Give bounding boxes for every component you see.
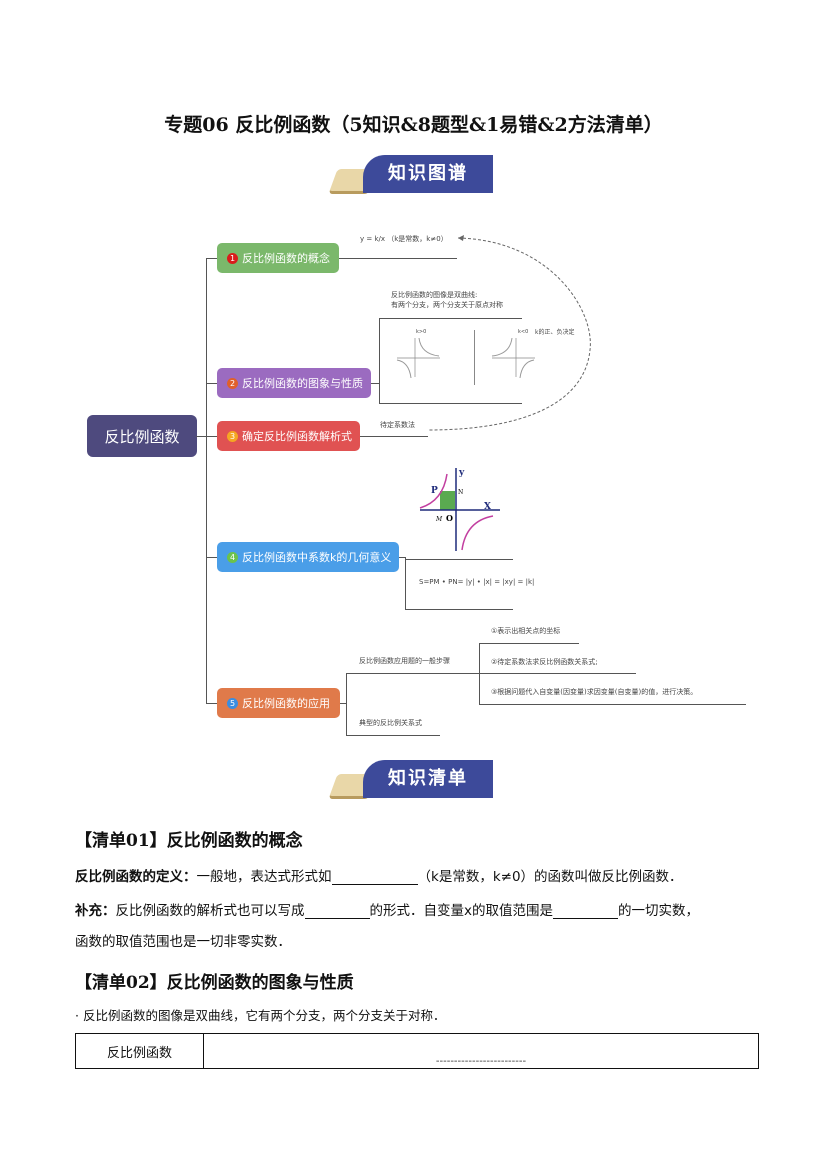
table-header-cell: 反比例函数	[75, 1033, 204, 1069]
banner-knowledge-list: 知识清单	[328, 760, 493, 799]
steps-branch: 反比例函数应用题的一般步骤	[359, 657, 450, 665]
label-y: y	[458, 468, 465, 478]
branch-line	[346, 735, 440, 736]
k-sign-note: k的正、负决定	[535, 329, 575, 336]
range-text: 函数的取值范围也是一切非零实数．	[75, 934, 291, 950]
table-cell: -------------------------	[203, 1033, 759, 1069]
number-badge: 1	[227, 252, 238, 264]
divider	[474, 330, 475, 385]
root-node: 反比例函数	[87, 415, 197, 457]
label-p: P	[431, 486, 438, 496]
branch-line	[379, 318, 522, 319]
fill-blank[interactable]	[331, 870, 418, 885]
trunk-line	[206, 258, 207, 703]
section-heading-02: 【清单02】反比例函数的图象与性质	[75, 973, 354, 993]
definition-paragraph: 反比例函数的定义：一般地，表达式形式如 （k是常数，k≠0）的函数叫做反比例函数．	[75, 865, 683, 885]
fill-blank[interactable]	[553, 904, 618, 919]
supplement-paragraph: 补充：反比例函数的解析式也可以写成 的形式．自变量x的取值范围是 的一切实数，	[75, 899, 699, 919]
dashed-arrow	[427, 235, 591, 431]
number-badge: 2	[227, 377, 238, 389]
branch-line	[379, 403, 522, 404]
connector	[196, 436, 206, 437]
node-application: 5 反比例函数的应用	[217, 688, 340, 718]
step-item: ③根据问题代入自变量(因变量)求因变量(自变量)的值，进行决策。	[491, 688, 698, 696]
table-row: 反比例函数 -------------------------	[75, 1033, 759, 1069]
graph-label: k<0	[518, 329, 529, 335]
branch-line	[399, 557, 405, 558]
section-heading-01: 【清单01】反比例函数的概念	[75, 831, 303, 851]
connector	[206, 436, 217, 437]
branch-line	[479, 643, 579, 644]
node-label: 确定反比例函数解析式	[242, 430, 352, 443]
graph-desc: 有两个分支，两个分支关于原点对称	[391, 301, 503, 309]
branch-line	[479, 704, 746, 705]
formula-text: y = k/x （k是常数，k≠0）	[360, 235, 448, 243]
branch-line	[340, 703, 346, 704]
node-label: 反比例函数的概念	[242, 252, 330, 265]
node-k-geometry: 4 反比例函数中系数k的几何意义	[217, 542, 399, 572]
bullet-text: · 反比例函数的图像是双曲线，它有两个分支，两个分支关于对称．	[75, 1008, 446, 1023]
branch-line	[346, 673, 636, 674]
number-badge: 4	[227, 551, 238, 563]
label-m: M	[435, 516, 443, 523]
number-badge: 3	[227, 430, 238, 442]
step-item: ②待定系数法求反比例函数关系式;	[491, 658, 598, 666]
text: （k是常数，k≠0）的函数叫做反比例函数．	[417, 869, 683, 885]
text: 反比例函数的解析式也可以写成	[115, 903, 305, 919]
node-label: 反比例函数的图象与性质	[242, 377, 363, 390]
banner-knowledge-map: 知识图谱	[328, 155, 493, 194]
connector	[206, 258, 217, 259]
node-determine-expression: 3 确定反比例函数解析式	[217, 421, 360, 451]
node-label: 反比例函数的应用	[242, 697, 330, 710]
k-geometry-graph: P N M O X y	[419, 468, 500, 551]
node-graph-properties: 2 反比例函数的图象与性质	[217, 368, 371, 398]
typical-branch: 典型的反比例关系式	[359, 719, 422, 727]
definition-label: 反比例函数的定义：	[75, 869, 197, 885]
label-x: X	[484, 502, 491, 512]
supplement-label: 补充：	[75, 903, 116, 919]
branch-line	[405, 557, 406, 609]
branch-line	[405, 559, 513, 560]
connector	[206, 557, 217, 558]
label-n: N	[458, 489, 463, 496]
node-label: 反比例函数中系数k的几何意义	[242, 551, 392, 564]
node-concept: 1 反比例函数的概念	[217, 243, 339, 273]
fill-blank[interactable]	[304, 904, 370, 919]
branch-line	[479, 643, 480, 704]
method-text: 待定系数法	[380, 421, 415, 429]
hyperbola-graph-k-positive	[396, 337, 440, 379]
graph-desc: 反比例函数的图像是双曲线:	[391, 291, 478, 299]
page-title: 专题06 反比例函数（5知识&8题型&1易错&2方法清单）	[164, 114, 663, 136]
k-formula: S=PM • PN= |y| • |x| = |xy| = |k|	[419, 578, 535, 586]
branch-line	[339, 258, 457, 259]
connector	[206, 383, 217, 384]
branch-line	[405, 609, 513, 610]
step-item: ①表示出相关点的坐标	[491, 627, 561, 635]
text: 一般地，表达式形式如	[196, 869, 332, 885]
branch-line	[346, 673, 347, 735]
number-badge: 5	[227, 697, 238, 709]
text: 的一切实数，	[618, 903, 699, 919]
branch-line	[379, 318, 380, 403]
branch-line	[371, 383, 379, 384]
graph-label: k>0	[416, 329, 427, 335]
hyperbola-graph-k-negative	[491, 337, 535, 379]
label-o: O	[446, 513, 453, 523]
properties-table: 反比例函数 -------------------------	[75, 1033, 759, 1069]
connector	[206, 703, 217, 704]
branch-line	[360, 436, 428, 437]
text: 的形式．自变量x的取值范围是	[369, 903, 554, 919]
